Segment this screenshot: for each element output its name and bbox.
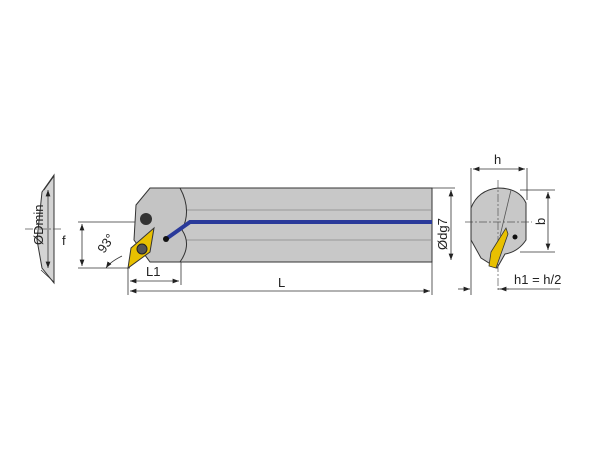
dg7-label: Ødg7 <box>435 218 450 250</box>
h1-label: h1 = h/2 <box>514 272 561 287</box>
bore-end-view: ØDmin <box>25 173 62 285</box>
cross-section-view: h b h1 = h/2 <box>458 152 561 295</box>
h-label: h <box>494 152 501 167</box>
insert <box>127 226 155 270</box>
coolant-channel <box>164 220 432 241</box>
dimensions: f 93° L1 L Ødg7 <box>62 187 455 295</box>
angle-label: 93° <box>94 231 118 256</box>
b-label: b <box>533 218 548 225</box>
l1-label: L1 <box>146 264 160 279</box>
f-label: f <box>62 233 66 248</box>
l-label: L <box>278 275 285 290</box>
d-min-label: ØDmin <box>31 205 46 245</box>
screw-icon <box>140 213 152 225</box>
bar-body <box>133 187 433 263</box>
